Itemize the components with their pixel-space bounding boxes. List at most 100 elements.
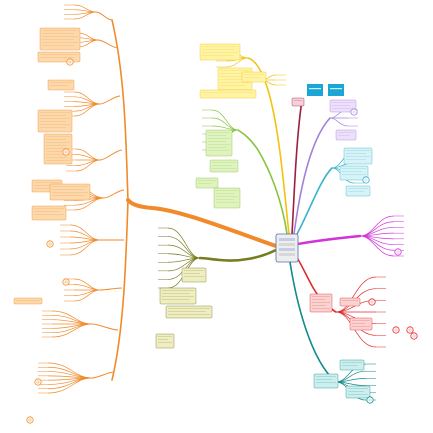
note-box-red[interactable] (349, 317, 373, 331)
orange-sub-line (99, 95, 121, 105)
central-topic-strip-3 (279, 248, 295, 251)
central-topic-strip-2 (279, 243, 295, 246)
branch-line-orange-2 (111, 199, 129, 381)
twig-orange (51, 323, 93, 338)
note-box-lime[interactable] (213, 187, 241, 209)
orange-sub-line (91, 371, 115, 379)
note-box-yellow[interactable] (199, 43, 241, 61)
branch-line-lime-4 (237, 129, 288, 235)
image-node-fill (394, 328, 398, 332)
branch-line-lavender-7 (293, 117, 331, 235)
note-box-teal[interactable] (313, 373, 339, 389)
note-box-orange[interactable] (31, 205, 67, 221)
twig-orange (73, 9, 97, 13)
image-node-fill (396, 250, 400, 254)
twig-orange (73, 197, 105, 211)
note-box-teal[interactable] (339, 359, 365, 371)
twig-teal (335, 378, 367, 383)
note-box-orange[interactable] (37, 109, 73, 133)
note-box-cyan[interactable] (339, 165, 369, 181)
note-box-cyan[interactable] (345, 185, 371, 197)
note-box-orange[interactable] (13, 297, 43, 305)
accent-boxes (307, 84, 344, 96)
image-node-fill (368, 398, 372, 402)
twig-olive (167, 236, 201, 259)
note-boxes (13, 27, 418, 424)
orange-sub-line (91, 323, 119, 331)
twig-red (335, 276, 377, 313)
image-node-fill (408, 328, 412, 332)
image-node-fill (48, 242, 52, 246)
twig-orange (47, 377, 93, 390)
accent-box-1-bar (309, 88, 321, 90)
twig-orange (69, 239, 101, 256)
note-box-yellow[interactable] (241, 71, 267, 83)
image-node-fill (64, 280, 68, 284)
central-topic[interactable] (275, 233, 299, 263)
image-node-fill (412, 334, 416, 338)
twig-lime (211, 109, 239, 131)
note-box-red[interactable] (309, 293, 333, 313)
note-box-orange[interactable] (39, 27, 81, 51)
note-box-red[interactable] (339, 297, 361, 307)
branch-line-teal-11 (289, 261, 337, 383)
orange-sub-line (99, 149, 123, 161)
orange-sub-line (103, 189, 125, 199)
twig-orange (73, 289, 101, 302)
note-box-maroon[interactable] (291, 97, 305, 107)
twig-orange (75, 159, 101, 172)
twig-orange (77, 39, 99, 48)
note-box-lime[interactable] (205, 129, 233, 157)
twig-magenta (359, 235, 395, 257)
branch-line-maroon-6 (291, 99, 303, 235)
note-box-orange[interactable] (47, 79, 75, 91)
twig-orange (73, 11, 97, 20)
twig-teal (335, 370, 367, 383)
note-box-teal[interactable] (345, 385, 371, 399)
accent-box-2[interactable] (328, 84, 344, 96)
twig-orange (47, 377, 93, 394)
note-box-orange[interactable] (49, 183, 91, 201)
twig-lime (211, 125, 239, 131)
image-node-fill (370, 300, 374, 304)
image-node-fill (68, 60, 72, 64)
central-topic-strip-4 (279, 253, 295, 256)
twig-lines (38, 4, 404, 401)
branch-line-orange-1 (111, 19, 129, 201)
note-box-cyan[interactable] (343, 147, 373, 165)
twig-orange (69, 224, 101, 241)
branch-line-yellow-3 (247, 57, 290, 235)
note-box-olive[interactable] (165, 305, 213, 319)
branch-lines (91, 11, 362, 383)
twig-magenta (359, 232, 395, 237)
image-node-fill (36, 380, 40, 384)
twig-lime (211, 117, 239, 131)
note-box-lime[interactable] (195, 177, 219, 189)
twig-orange (47, 366, 93, 379)
note-box-olive[interactable] (181, 267, 207, 283)
note-box-lime[interactable] (209, 159, 239, 173)
note-box-lavender[interactable] (335, 129, 357, 141)
orange-sub-line (97, 39, 119, 49)
image-node-fill (28, 418, 32, 422)
orange-sub-line (99, 287, 123, 291)
note-box-orange[interactable] (37, 51, 81, 63)
orange-sub-line (95, 11, 113, 21)
image-node-fill (352, 110, 356, 114)
twig-magenta (359, 235, 395, 251)
twig-yellow (225, 57, 249, 68)
accent-box-1[interactable] (307, 84, 323, 96)
note-box-yellow[interactable] (199, 89, 257, 99)
note-box-olive[interactable] (159, 287, 197, 305)
branch-line-orange-0 (126, 198, 278, 248)
note-box-orange[interactable] (43, 133, 73, 165)
branch-line-magenta-9 (296, 234, 362, 246)
note-box-lavender[interactable] (329, 99, 357, 113)
twig-orange (69, 236, 101, 241)
twig-magenta (359, 221, 395, 237)
twig-lavender (329, 117, 349, 127)
note-box-olive[interactable] (155, 333, 175, 349)
twig-olive (167, 227, 201, 259)
branch-line-cyan-8 (295, 167, 333, 237)
